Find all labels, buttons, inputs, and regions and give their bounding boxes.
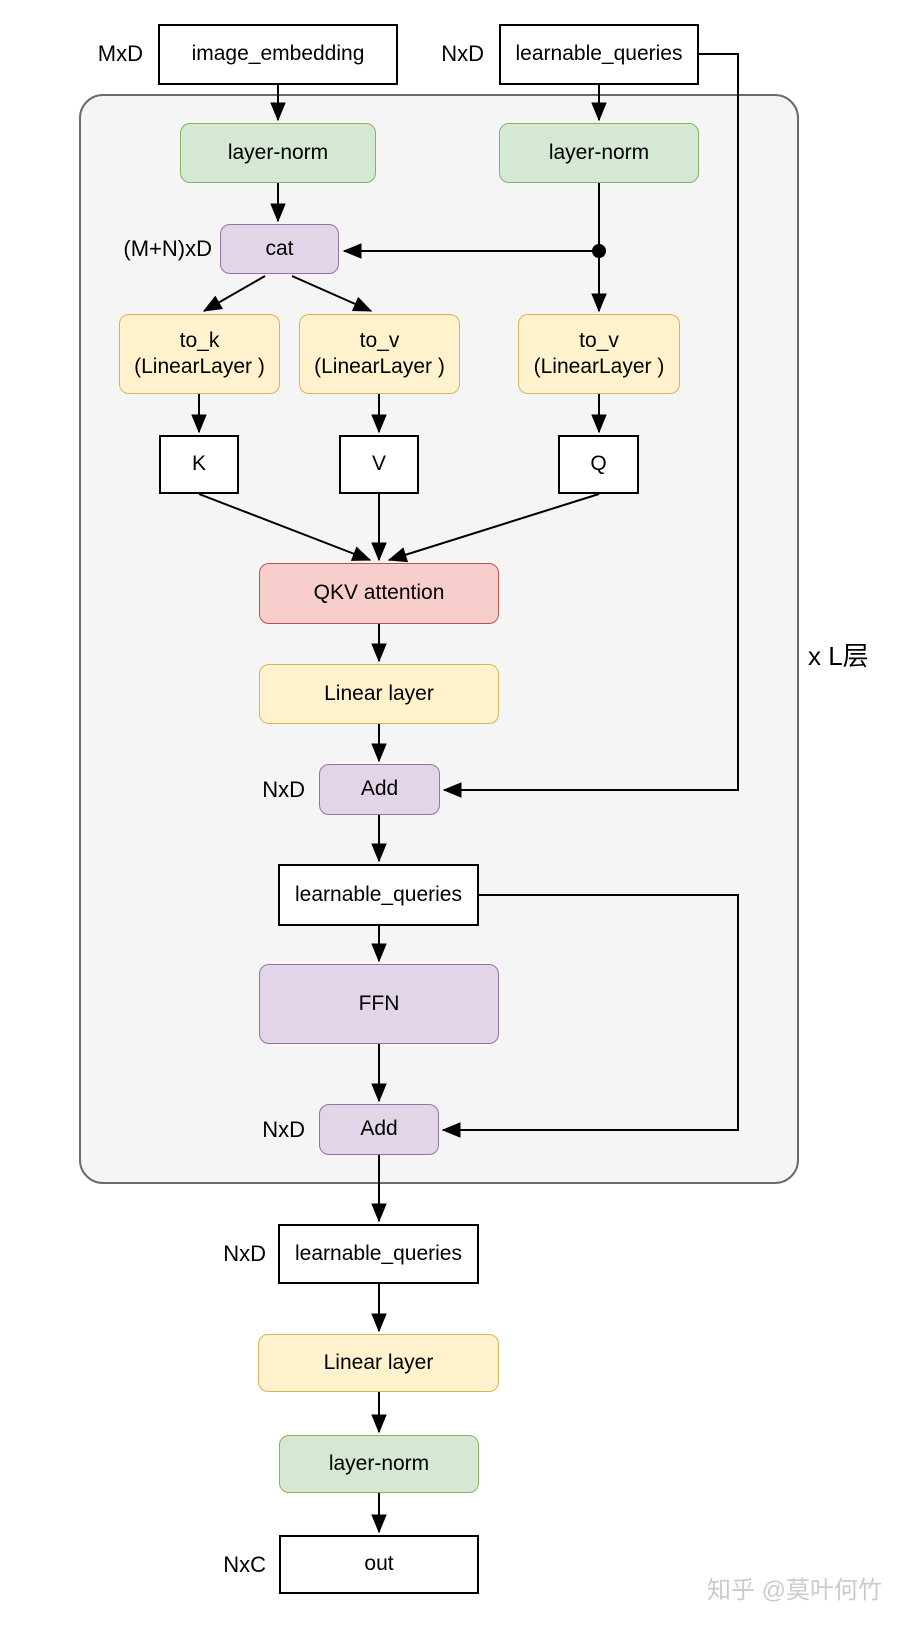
node-linear-layer: Linear layer xyxy=(259,664,499,724)
node-k: K xyxy=(159,435,239,494)
node-ffn: FFN xyxy=(259,964,499,1044)
node-to-v-mid: to_v (LinearLayer ) xyxy=(299,314,460,394)
label-nxd-out-queries: NxD xyxy=(223,1241,266,1266)
node-learnable-queries-mid: learnable_queries xyxy=(278,864,479,926)
node-to-v-right: to_v (LinearLayer ) xyxy=(518,314,680,394)
node-q: Q xyxy=(558,435,639,494)
watermark-text: 知乎 @莫叶何竹 xyxy=(706,1577,882,1604)
node-layer-norm-right: layer-norm xyxy=(499,123,699,183)
label-nxd-add2: NxD xyxy=(262,1117,305,1142)
node-out: out xyxy=(279,1535,479,1594)
node-layer-norm-out: layer-norm xyxy=(279,1435,479,1493)
label-nxd-top: NxD xyxy=(441,41,484,66)
node-v: V xyxy=(339,435,419,494)
node-to-k: to_k (LinearLayer ) xyxy=(119,314,280,394)
node-cat: cat xyxy=(220,224,339,274)
node-learnable-queries-input: learnable_queries xyxy=(499,24,699,85)
label-mxd: MxD xyxy=(97,41,143,66)
node-linear-layer-out: Linear layer xyxy=(258,1334,499,1392)
label-mn-xd: (M+N)xD xyxy=(123,236,212,261)
node-image-embedding: image_embedding xyxy=(158,24,398,85)
junction-dot xyxy=(592,244,606,258)
label-nxd-add1: NxD xyxy=(262,777,305,802)
label-nxc: NxC xyxy=(223,1552,266,1577)
label-repeat-layers: x L层 xyxy=(808,641,869,671)
node-add-2: Add xyxy=(319,1104,439,1155)
node-add-1: Add xyxy=(319,764,440,815)
node-learnable-queries-out: learnable_queries xyxy=(278,1224,479,1284)
node-qkv-attention: QKV attention xyxy=(259,563,499,624)
node-layer-norm-left: layer-norm xyxy=(180,123,376,183)
